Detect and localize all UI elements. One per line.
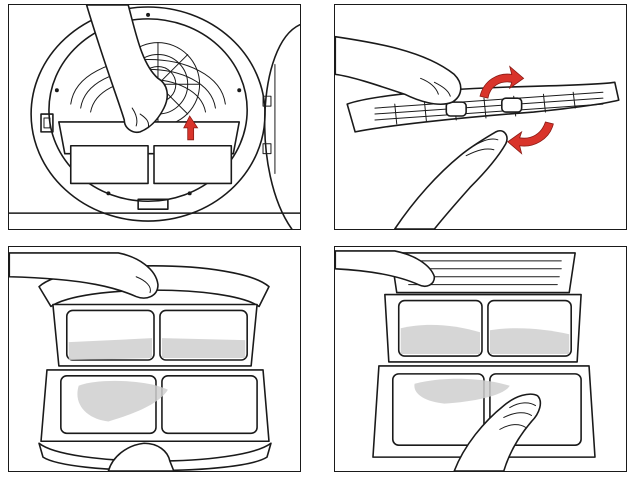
panel-step-4 [334, 246, 627, 472]
lint-deposit [489, 328, 570, 355]
hinge-top [262, 95, 272, 107]
panel-step-2 [334, 4, 627, 230]
hand-fingers [499, 402, 537, 430]
hand-fingers [131, 107, 150, 129]
door-latch [40, 113, 54, 133]
filter-grille [390, 252, 576, 294]
wipe-lint-illustration [335, 250, 596, 471]
panel-step-1 [8, 4, 301, 230]
dryer-drum-illustration [9, 5, 300, 229]
mesh-window-lower-right [161, 375, 258, 435]
ring-screw [106, 191, 111, 196]
hand-icon [107, 442, 175, 471]
hand-icon [335, 35, 462, 106]
filter-clip-right [501, 97, 523, 113]
filter-slot-right [153, 144, 233, 185]
lint-deposit [414, 378, 510, 404]
hand-fingers [135, 276, 151, 294]
hinge-bottom [262, 143, 272, 155]
door-inner-ring [48, 18, 248, 203]
lint-deposit [77, 380, 168, 422]
hand-icon [453, 393, 542, 471]
ring-screw [146, 12, 151, 17]
hand-fingers [420, 77, 451, 97]
hand-icon [393, 130, 508, 229]
door-outer-ring [30, 6, 266, 222]
lint-deposit [161, 338, 246, 359]
hand-fingers [465, 138, 499, 157]
drum-vent [137, 198, 169, 210]
filter-clip-left [445, 101, 467, 117]
rotate-arrow-icon [507, 121, 554, 155]
open-door [263, 24, 300, 229]
hand-icon [85, 5, 169, 134]
lint-deposit [68, 338, 153, 360]
open-filter-illustration [9, 252, 272, 471]
rotate-arrow-icon [479, 65, 525, 99]
hand-icon [335, 250, 436, 288]
door-latch-inner [43, 117, 51, 129]
hand-icon [9, 252, 159, 299]
filter-bottom-arc [38, 442, 272, 471]
panel-step-3 [8, 246, 301, 472]
ring-screw [54, 88, 59, 93]
arrow-up-icon [183, 115, 199, 141]
grille-slats [404, 260, 562, 286]
drum-rib [70, 59, 226, 105]
filter-slot-left [69, 144, 149, 185]
ring-screw [237, 88, 242, 93]
ring-screw [187, 191, 192, 196]
lint-deposit [400, 324, 481, 355]
filter-separation-illustration [335, 35, 620, 229]
